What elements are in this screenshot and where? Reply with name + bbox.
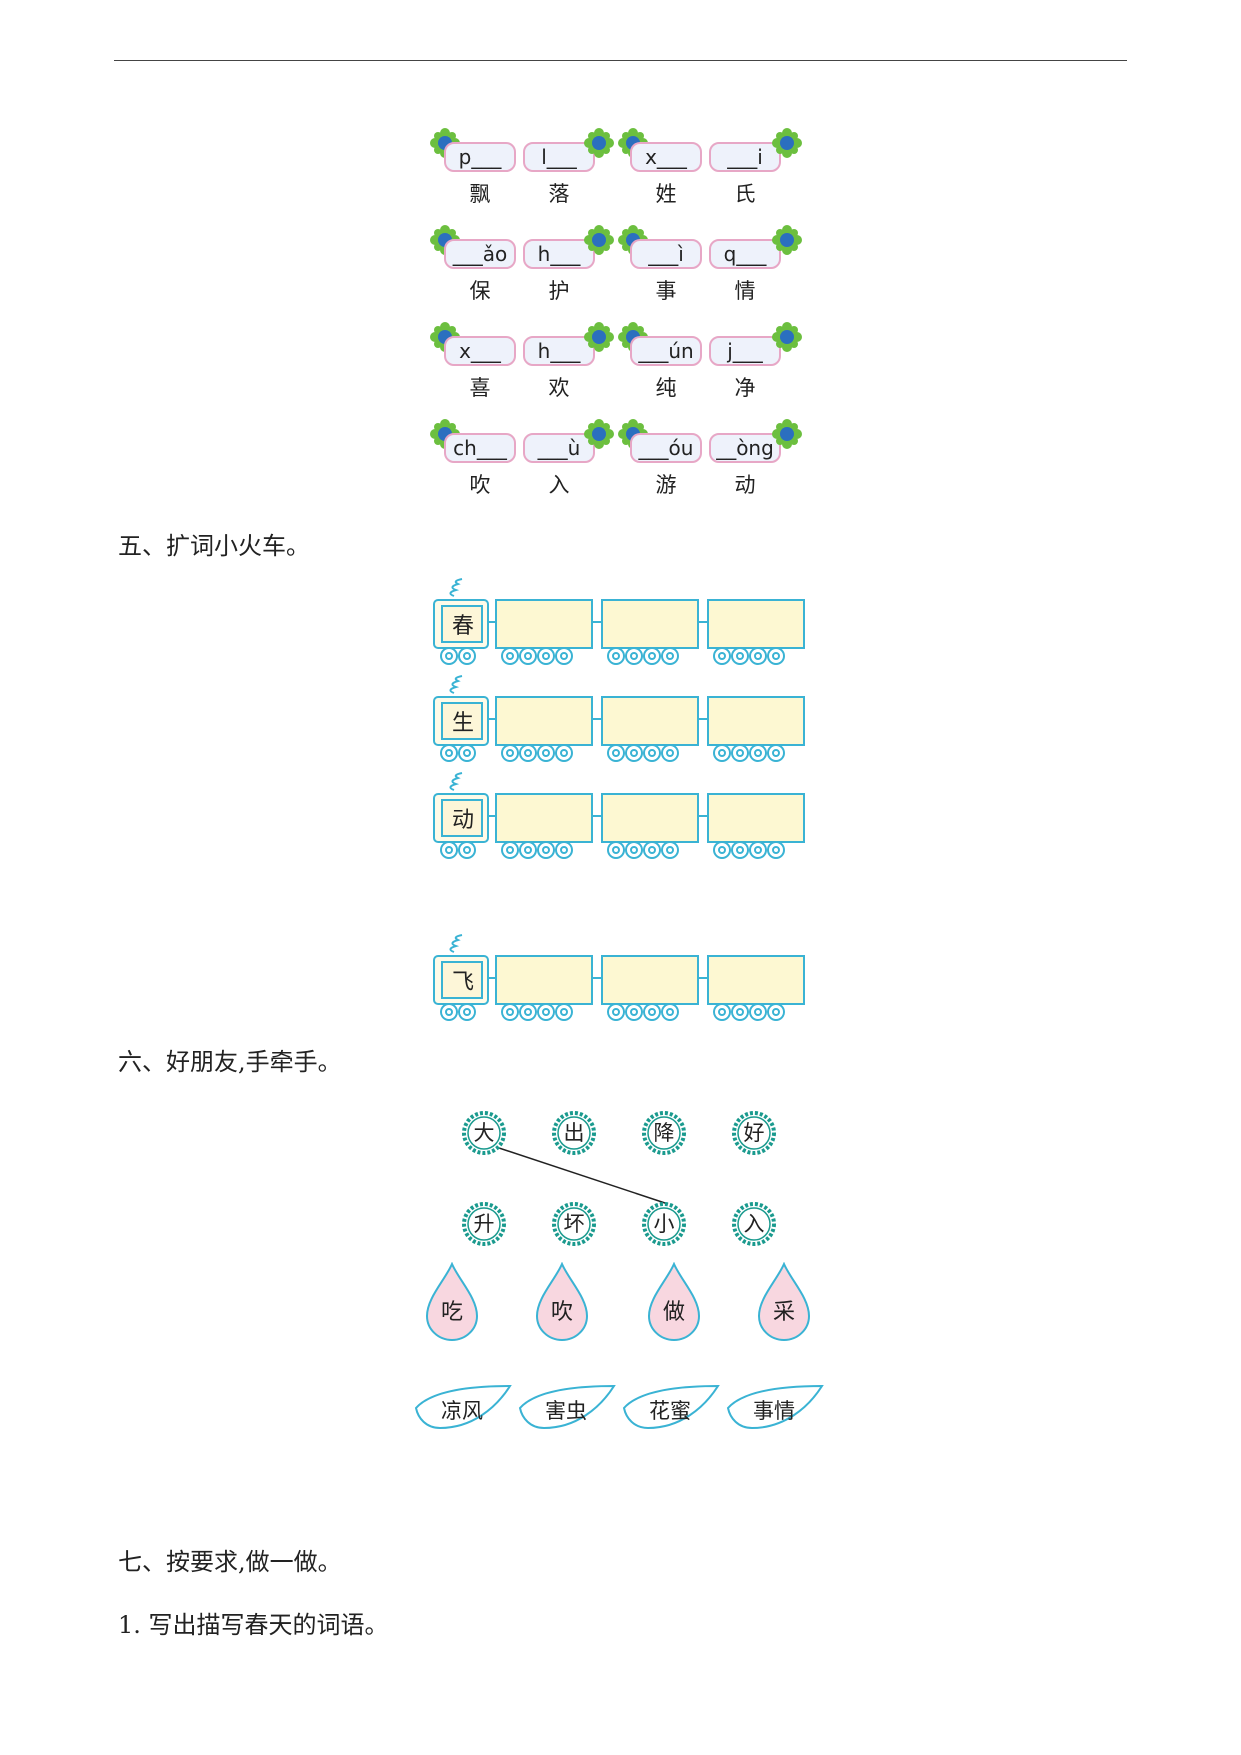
hanzi-label: 保 [469,279,491,303]
hanzi-label: 游 [655,473,677,497]
section-6-title: 六、好朋友,手牵手。 [118,1048,342,1076]
circle-char: 入 [743,1212,765,1236]
word-circle[interactable]: 好 [731,1110,777,1156]
hanzi-label: 入 [548,473,570,497]
word-circle[interactable]: 降 [641,1110,687,1156]
word-circle[interactable]: 升 [461,1201,507,1247]
leaf-card[interactable]: 凉风 [412,1382,512,1432]
pinyin-row: x___ h___ ___ún j___ 喜 欢 纯 净 [430,316,820,406]
train-word: 飞 [451,970,474,995]
hanzi-label: 吹 [469,473,491,497]
drop-char: 做 [662,1300,685,1325]
train-word: 生 [451,711,474,736]
train-word: 动 [451,808,474,833]
hanzi-label: 欢 [548,376,570,400]
pinyin-blank[interactable]: l___ [523,142,595,172]
pinyin-blank[interactable]: x___ [630,142,702,172]
leaf-card[interactable]: 事情 [724,1382,824,1432]
hanzi-label: 事 [655,279,677,303]
section-5-title: 五、扩词小火车。 [118,532,310,560]
pinyin-blank[interactable]: q___ [709,239,781,269]
flower-icon [584,128,614,158]
word-train: 飞 [432,932,812,1022]
word-circle[interactable]: 大 [461,1110,507,1156]
pinyin-blank[interactable]: ___óu [630,433,702,463]
water-drop[interactable]: 吃 [425,1262,479,1342]
leaf-card[interactable]: 害虫 [516,1382,616,1432]
drop-char: 采 [772,1300,795,1325]
leaf-word: 凉风 [441,1399,483,1423]
hanzi-label: 飘 [469,182,491,206]
hanzi-label: 氏 [734,182,756,206]
flower-icon [772,322,802,352]
train-icon [433,772,805,859]
pinyin-blank[interactable]: ___ù [523,433,595,463]
leaf-word: 事情 [753,1399,795,1423]
leaf-word: 花蜜 [649,1399,691,1423]
drop-char: 吃 [440,1300,463,1325]
question-1: 1. 写出描写春天的词语。 [118,1611,389,1639]
pinyin-row: ch___ ___ù ___óu __òng 吹 入 游 动 [430,413,820,503]
hanzi-label: 纯 [655,376,677,400]
circle-char: 出 [563,1121,585,1145]
drop-char: 吹 [550,1300,573,1325]
flower-icon [772,225,802,255]
circle-char: 升 [473,1212,495,1236]
word-train: 动 [432,770,812,860]
pinyin-blank[interactable]: ___i [709,142,781,172]
pinyin-blank[interactable]: ___ǎo [444,239,516,269]
pinyin-row: ___ǎo h___ ___ì q___ 保 护 事 情 [430,219,820,309]
train-icon [433,934,805,1021]
top-rule [114,60,1127,61]
flower-icon [772,128,802,158]
word-circle[interactable]: 入 [731,1201,777,1247]
word-circle[interactable]: 小 [641,1201,687,1247]
hanzi-label: 姓 [655,182,677,206]
pinyin-blank[interactable]: __òng [709,433,781,463]
train-icon [433,675,805,762]
hanzi-label: 净 [734,376,756,400]
flower-icon [772,419,802,449]
pinyin-blank[interactable]: h___ [523,336,595,366]
hanzi-label: 情 [734,279,756,303]
pinyin-blank[interactable]: p___ [444,142,516,172]
water-drop[interactable]: 吹 [535,1262,589,1342]
train-word: 春 [451,614,474,639]
word-train: 生 [432,673,812,763]
word-circle[interactable]: 出 [551,1110,597,1156]
flower-icon [584,322,614,352]
hanzi-label: 护 [548,279,570,303]
train-icon [433,578,805,665]
pinyin-blank[interactable]: j___ [709,336,781,366]
hanzi-label: 落 [548,182,570,206]
pinyin-row: p___ l___ x___ ___i 飘 落 姓 氏 [430,122,820,212]
hanzi-label: 动 [734,473,756,497]
flower-icon [584,419,614,449]
pinyin-blank[interactable]: h___ [523,239,595,269]
word-train: 春 [432,576,812,666]
flower-icon [584,225,614,255]
pinyin-blank[interactable]: ch___ [444,433,516,463]
leaf-card[interactable]: 花蜜 [620,1382,720,1432]
pinyin-blank[interactable]: ___ún [630,336,702,366]
circle-char: 小 [653,1212,675,1236]
water-drop[interactable]: 采 [757,1262,811,1342]
water-drop[interactable]: 做 [647,1262,701,1342]
pinyin-blank[interactable]: x___ [444,336,516,366]
circle-char: 大 [473,1121,495,1145]
hanzi-label: 喜 [469,376,491,400]
circle-char: 好 [743,1121,765,1145]
section-7-title: 七、按要求,做一做。 [118,1548,342,1576]
pinyin-blank[interactable]: ___ì [630,239,702,269]
leaf-word: 害虫 [545,1399,587,1423]
word-circle[interactable]: 坏 [551,1201,597,1247]
circle-char: 降 [653,1121,675,1145]
circle-char: 坏 [563,1212,585,1236]
